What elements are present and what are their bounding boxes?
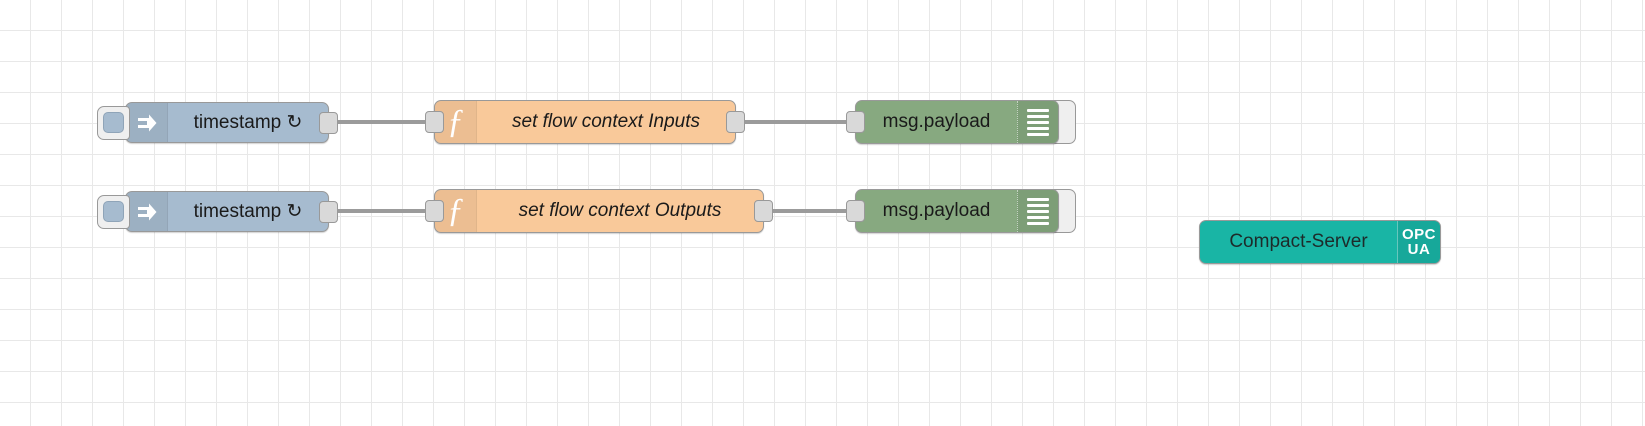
debug-lines-icon: [1017, 190, 1058, 232]
wire-inject2-function2[interactable]: [332, 209, 438, 213]
inject-arrow-icon: [126, 192, 168, 231]
function-output-port[interactable]: [726, 111, 745, 133]
inject-trigger-button-inner-2: [103, 201, 124, 222]
debug-lines-icon: [1017, 101, 1058, 143]
node-opcua-compact-server[interactable]: Compact-Server OPC UA: [1199, 220, 1441, 264]
inject-arrow-icon: [126, 103, 168, 142]
wire-function1-debug1[interactable]: [736, 120, 858, 124]
opc-ua-icon-line1: OPC: [1401, 225, 1436, 243]
opc-ua-icon: OPC UA: [1397, 221, 1440, 263]
inject-output-port[interactable]: [319, 111, 338, 134]
inject-node-label: timestamp ↻: [193, 112, 303, 133]
node-function-set-flow-context-inputs[interactable]: ƒ set flow context Inputs: [425, 100, 745, 144]
debug-input-port-2[interactable]: [846, 200, 865, 222]
node-debug-msg-payload-1[interactable]: msg.payload: [846, 100, 1059, 144]
node-inject-timestamp-1[interactable]: timestamp ↻: [97, 102, 338, 143]
node-function-set-flow-context-outputs[interactable]: ƒ set flow context Outputs: [425, 189, 773, 233]
opc-ua-icon-line2: UA: [1407, 241, 1431, 258]
function-node-label: set flow context Inputs: [512, 111, 700, 132]
wire-function2-debug2[interactable]: [764, 209, 858, 213]
debug-node-label: msg.payload: [882, 111, 991, 132]
inject-trigger-button-inner: [103, 112, 124, 133]
debug-node-label: msg.payload: [882, 200, 991, 221]
function-node-label: set flow context Outputs: [518, 200, 722, 221]
inject-trigger-button[interactable]: [97, 105, 130, 140]
inject-node-label: timestamp ↻: [193, 201, 303, 222]
node-debug-msg-payload-2[interactable]: msg.payload: [846, 189, 1059, 233]
function-output-port-2[interactable]: [754, 200, 773, 222]
inject-output-port-2[interactable]: [319, 200, 338, 223]
debug-input-port[interactable]: [846, 111, 865, 133]
function-input-port-2[interactable]: [425, 200, 444, 222]
wire-inject1-function1[interactable]: [332, 120, 438, 124]
inject-trigger-button-2[interactable]: [97, 194, 130, 229]
node-inject-timestamp-2[interactable]: timestamp ↻: [97, 191, 338, 232]
function-input-port[interactable]: [425, 111, 444, 133]
opcua-node-label: Compact-Server: [1229, 231, 1368, 252]
